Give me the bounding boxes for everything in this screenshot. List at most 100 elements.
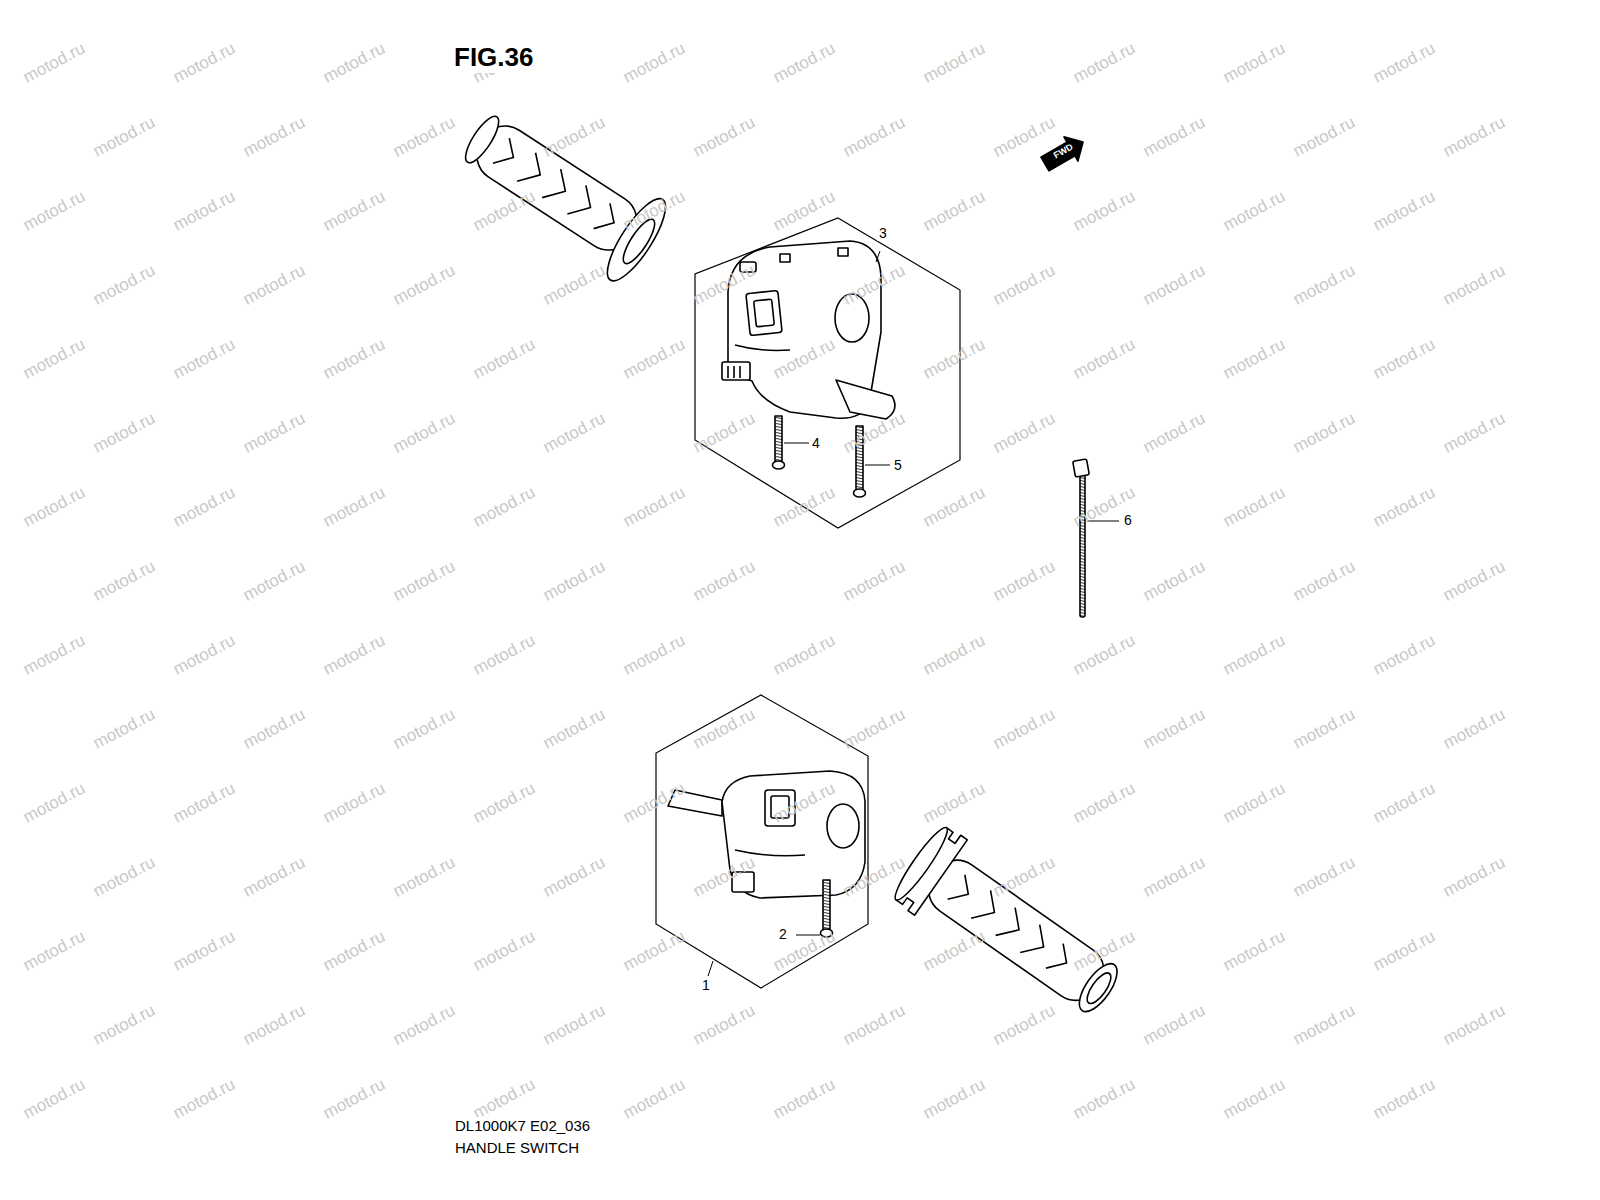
handle-grip [888,821,1134,1032]
watermark: motod.ru [1070,631,1139,680]
watermark: motod.ru [90,853,159,902]
watermark: motod.ru [840,557,909,606]
watermark: motod.ru [620,1075,689,1124]
watermark: motod.ru [170,927,239,976]
watermark: motod.ru [1290,1001,1359,1050]
watermark: motod.ru [1290,557,1359,606]
watermark: motod.ru [320,483,389,532]
watermark: motod.ru [1370,483,1439,532]
watermark: motod.ru [620,631,689,680]
watermark: motod.ru [1440,113,1509,162]
watermark: motod.ru [90,113,159,162]
watermark: motod.ru [1140,409,1209,458]
hexagon-outline [694,217,961,529]
watermark: motod.ru [920,335,989,384]
watermark: motod.ru [320,1075,389,1124]
watermark: motod.ru [240,261,309,310]
watermark: motod.ru [1440,409,1509,458]
watermark: motod.ru [990,261,1059,310]
watermark: motod.ru [390,261,459,310]
watermark: motod.ru [1220,927,1289,976]
watermark: motod.ru [170,631,239,680]
watermark: motod.ru [1290,853,1359,902]
watermark: motod.ru [390,705,459,754]
watermark: motod.ru [840,1001,909,1050]
watermark: motod.ru [90,1001,159,1050]
watermark: motod.ru [20,335,89,384]
watermark: motod.ru [1370,335,1439,384]
callout-number: 1 [700,977,712,993]
watermark: motod.ru [1440,261,1509,310]
watermark: motod.ru [540,113,609,162]
watermark: motod.ru [390,113,459,162]
hexagon-outline [695,218,960,528]
watermark: motod.ru [920,187,989,236]
watermark: motod.ru [1140,113,1209,162]
watermark: motod.ru [1440,557,1509,606]
watermark: motod.ru [390,409,459,458]
watermark: motod.ru [770,39,839,88]
watermark: motod.ru [1140,1001,1209,1050]
model-code: DL1000K7 E02_036 [455,1117,590,1134]
watermark: motod.ru [1140,557,1209,606]
watermark: motod.ru [20,483,89,532]
callout-number: 3 [877,225,889,241]
watermark: motod.ru [1140,261,1209,310]
watermark: motod.ru [90,409,159,458]
watermark: motod.ru [390,557,459,606]
watermark: motod.ru [540,705,609,754]
watermark: motod.ru [840,705,909,754]
watermark: motod.ru [1140,705,1209,754]
watermark: motod.ru [990,705,1059,754]
watermark: motod.ru [1220,779,1289,828]
watermark: motod.ru [170,779,239,828]
watermark: motod.ru [1220,187,1289,236]
watermark: motod.ru [990,409,1059,458]
watermark: motod.ru [1220,335,1289,384]
watermark: motod.ru [170,483,239,532]
watermark: motod.ru [690,409,759,458]
watermark: motod.ru [1220,483,1289,532]
watermark: motod.ru [1220,1075,1289,1124]
watermark: motod.ru [170,39,239,88]
watermark: motod.ru [540,409,609,458]
watermark: motod.ru [990,853,1059,902]
watermark: motod.ru [240,113,309,162]
callout-number: 2 [777,926,789,942]
watermark: motod.ru [1440,1001,1509,1050]
watermark: motod.ru [540,261,609,310]
watermark: motod.ru [20,779,89,828]
callout-number: 6 [1122,512,1134,528]
watermark: motod.ru [690,705,759,754]
watermark: motod.ru [470,187,539,236]
callout-number: 4 [810,435,822,451]
watermark: motod.ru [540,853,609,902]
watermark: motod.ru [1220,39,1289,88]
watermark: motod.ru [690,1001,759,1050]
watermark: motod.ru [240,853,309,902]
watermark: motod.ru [620,483,689,532]
watermark: motod.ru [1370,927,1439,976]
watermark: motod.ru [170,187,239,236]
watermark: motod.ru [170,335,239,384]
watermark: motod.ru [620,927,689,976]
watermark: motod.ru [20,927,89,976]
watermark: motod.ru [1070,779,1139,828]
watermark: motod.ru [470,927,539,976]
watermark: motod.ru [990,1001,1059,1050]
leader-line [708,251,1119,976]
watermark: motod.ru [320,631,389,680]
handle-grip [448,94,675,288]
watermark: motod.ru [1440,853,1509,902]
watermark: motod.ru [770,187,839,236]
watermark: motod.ru [1290,113,1359,162]
watermark: motod.ru [690,557,759,606]
watermark: motod.ru [770,631,839,680]
watermark: motod.ru [540,1001,609,1050]
watermark: motod.ru [20,187,89,236]
watermark: motod.ru [920,927,989,976]
watermark: motod.ru [690,113,759,162]
watermark: motod.ru [320,335,389,384]
watermark: motod.ru [920,631,989,680]
